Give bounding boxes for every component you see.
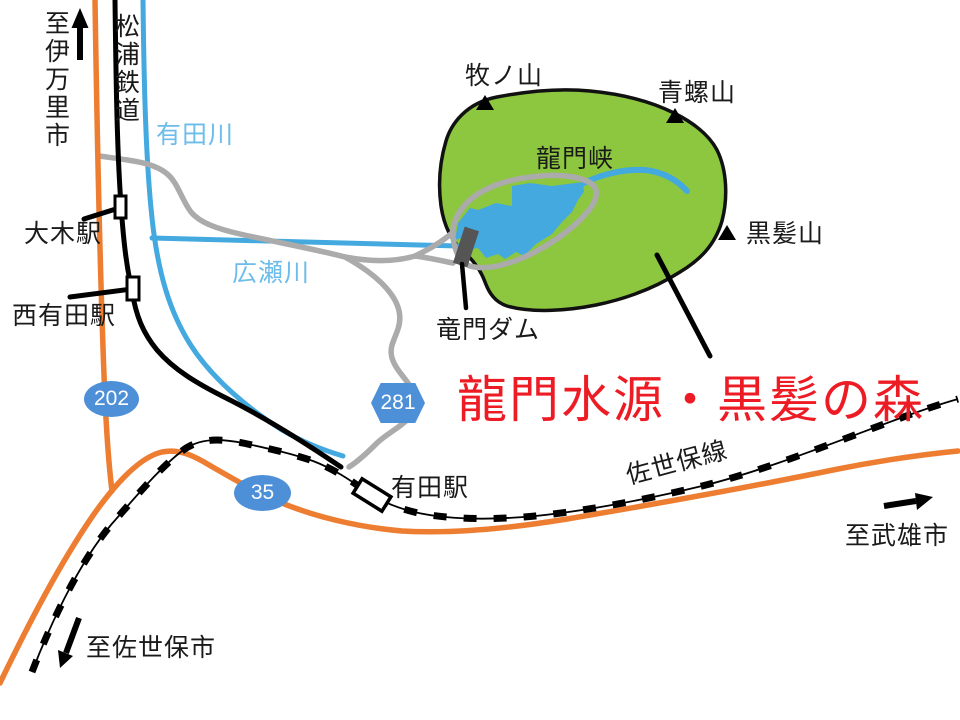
forest-leader-line bbox=[654, 252, 713, 359]
sasebo-line-dashes-path bbox=[28, 395, 959, 674]
arita-river-label: 有田川 bbox=[156, 121, 235, 149]
nishi-arita-station-label: 西有田駅 bbox=[12, 302, 117, 330]
arita-river-path bbox=[140, 0, 346, 459]
hirose-river-path bbox=[149, 235, 461, 249]
matsuura-railway-path bbox=[112, 0, 344, 470]
reservoir-lake-shape bbox=[455, 182, 584, 259]
gorge-stream-path bbox=[581, 166, 690, 194]
direction-label-imari: 至伊万里市 bbox=[41, 10, 70, 150]
hirose-river-label: 広瀬川 bbox=[232, 259, 311, 287]
arrow-to-imari-icon bbox=[71, 8, 89, 60]
makinoyama-peak-icon bbox=[476, 95, 494, 110]
local-road-to-dam-lower-path bbox=[412, 253, 456, 266]
ohki-station-marker bbox=[113, 194, 128, 220]
nishi-arita-station-tick bbox=[67, 286, 135, 300]
route-badge-202: 202 bbox=[84, 381, 139, 417]
nishi-arita-station-marker bbox=[125, 275, 141, 302]
route-202-road-path bbox=[92, 0, 115, 494]
matsuura-railway-label: 松浦鉄道 bbox=[111, 13, 140, 125]
dam-label: 竜門ダム bbox=[436, 316, 541, 344]
map-title: 龍門水源・黒髪の森 bbox=[457, 372, 925, 428]
forest-area-shape bbox=[437, 88, 728, 313]
route-35-road-path bbox=[0, 448, 960, 686]
dam-marker bbox=[452, 226, 480, 268]
direction-label-takeo: 至武雄市 bbox=[845, 522, 950, 550]
sasebo-line-base-path bbox=[31, 398, 959, 673]
local-road-to-arita-path bbox=[342, 254, 419, 470]
arrow-to-sasebo-icon bbox=[58, 616, 82, 668]
local-road-northwest-path bbox=[96, 153, 348, 260]
route-badge-35: 35 bbox=[234, 475, 291, 511]
dam-leader-line bbox=[459, 261, 469, 311]
makinoyama-label: 牧ノ山 bbox=[465, 62, 544, 90]
gorge-label: 龍門峡 bbox=[536, 145, 615, 173]
arrow-to-takeo-icon bbox=[883, 493, 933, 510]
lake-loop-road-path bbox=[450, 172, 599, 271]
kurokamiyama-label: 黒髪山 bbox=[746, 220, 825, 248]
ohki-station-label: 大木駅 bbox=[24, 220, 103, 248]
ohki-station-tick bbox=[81, 205, 122, 222]
kurokamiyama-peak-icon bbox=[718, 225, 736, 240]
seirazan-label: 青螺山 bbox=[658, 79, 737, 107]
seirazan-peak-icon bbox=[666, 108, 684, 123]
arita-station-marker bbox=[350, 476, 394, 514]
route-badge-281: 281 bbox=[371, 383, 425, 423]
direction-label-sasebo: 至佐世保市 bbox=[86, 634, 217, 662]
arita-station-label: 有田駅 bbox=[391, 474, 470, 502]
